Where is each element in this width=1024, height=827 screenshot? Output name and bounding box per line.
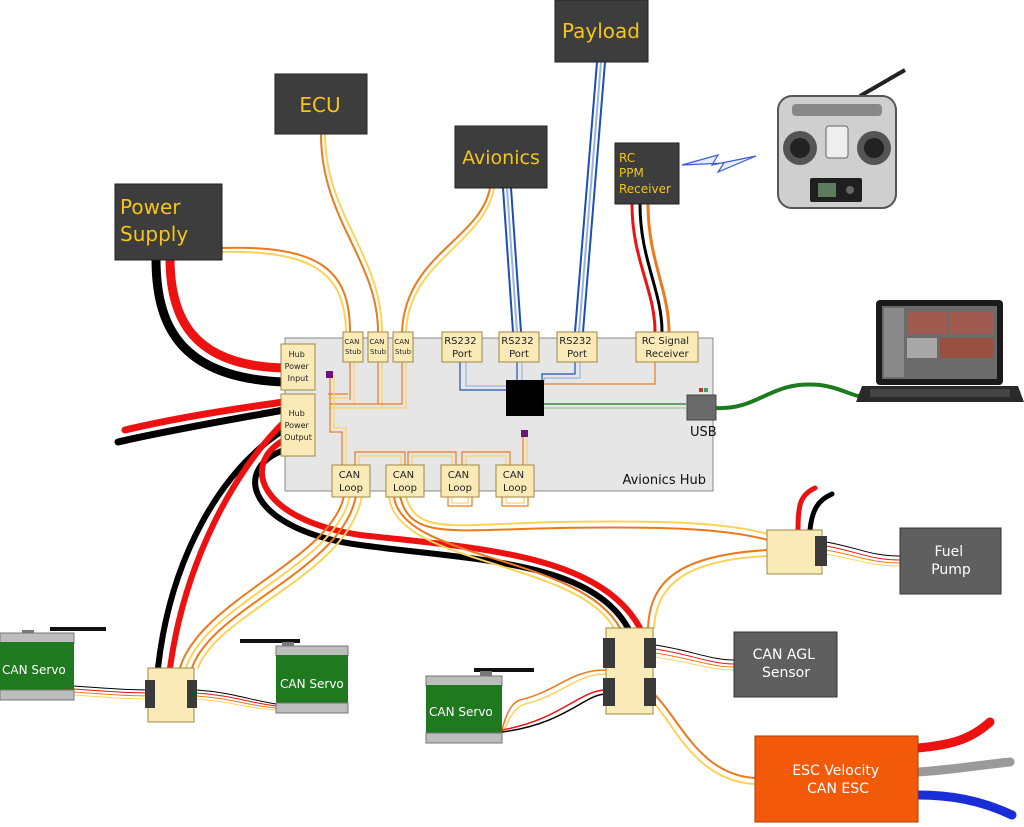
svg-text:RC Signal Receiver: RC Signal Receiver — [642, 336, 693, 360]
hub-connector-marker — [326, 371, 333, 378]
hub-power-output[interactable]: Hub Power Output — [280, 393, 316, 457]
can-agl-sensor-label: CAN AGL Sensor — [753, 647, 820, 681]
payload-rs232-wire — [574, 61, 606, 333]
can-loop[interactable]: CAN Loop — [495, 464, 535, 498]
avionics-box[interactable]: Avionics — [454, 125, 548, 189]
wiring — [73, 61, 1017, 820]
can-loop[interactable]: CAN Loop — [385, 464, 425, 498]
can-loop[interactable]: CAN Loop — [440, 464, 480, 498]
servo-bottom[interactable]: CAN Servo — [425, 668, 534, 744]
left-servo-signal — [73, 685, 149, 700]
svg-text:RS232 Port: RS232 Port — [501, 336, 537, 360]
can-loop-fuel-bus — [388, 495, 769, 629]
rc-ppm-receiver-box[interactable]: RC PPM Receiver — [614, 142, 680, 205]
central-junction — [603, 627, 656, 715]
servo-bottom-label: CAN Servo — [429, 705, 493, 719]
svg-text:CAN Loop: CAN Loop — [503, 470, 528, 494]
fuel-power-leads — [795, 485, 835, 533]
svg-text:RS232 Port: RS232 Port — [559, 336, 595, 360]
servo-junction — [145, 667, 197, 723]
rs232-port[interactable]: RS232 Port — [556, 331, 598, 363]
esc-velocity-box[interactable]: ESC Velocity CAN ESC — [754, 735, 919, 823]
servo-mid-label: CAN Servo — [280, 677, 344, 691]
fuel-pump-signal — [825, 541, 901, 567]
svg-text:CAN Stub: CAN Stub — [369, 338, 386, 356]
rs232-port[interactable]: RS232 Port — [441, 331, 483, 363]
power-input-cable — [151, 253, 289, 387]
usb-label: USB — [690, 425, 717, 440]
fuel-pump-junction — [766, 529, 827, 575]
rc-signal-receiver-port[interactable]: RC Signal Receiver — [635, 331, 699, 363]
power-output-cable — [114, 398, 643, 671]
ecu-label: ECU — [299, 93, 340, 117]
avionics-label: Avionics — [462, 147, 540, 169]
agl-signal — [654, 644, 735, 671]
rs232-port[interactable]: RS232 Port — [498, 331, 540, 363]
can-stub[interactable]: CAN Stub — [342, 331, 364, 363]
usb-port[interactable] — [686, 388, 717, 421]
bottom-servo-signal — [501, 669, 607, 733]
svg-text:CAN Loop: CAN Loop — [339, 470, 364, 494]
can-stub[interactable]: CAN Stub — [392, 331, 414, 363]
svg-text:CAN Stub: CAN Stub — [394, 338, 411, 356]
servo-mid[interactable]: CAN Servo — [240, 639, 349, 714]
servo-left[interactable]: CAN Servo — [0, 627, 106, 701]
svg-text:CAN Stub: CAN Stub — [344, 338, 361, 356]
laptop-icon — [856, 300, 1024, 402]
fuel-to-agl-bus — [647, 549, 769, 629]
power-supply-can-wire — [221, 246, 351, 333]
rc-ppm-receiver-label: RC PPM Receiver — [619, 151, 671, 196]
payload-box[interactable]: Payload — [554, 0, 649, 63]
hub-internal-wiring — [328, 360, 686, 507]
hub-processor-chip — [506, 380, 544, 416]
svg-text:CAN Loop: CAN Loop — [393, 470, 418, 494]
can-stub[interactable]: CAN Stub — [367, 331, 389, 363]
hub-title: Avionics Hub — [622, 473, 706, 488]
mid-servo-signal — [195, 689, 277, 711]
rc-receiver-wire — [630, 202, 671, 334]
payload-label: Payload — [562, 19, 640, 43]
ecu-can-wire — [320, 133, 383, 333]
hub-power-output-label: Hub Power Output — [284, 409, 312, 442]
avionics-can-wire — [401, 187, 495, 333]
hub-connector-marker — [521, 430, 528, 437]
servo-left-label: CAN Servo — [2, 663, 66, 677]
wireless-signal-icon — [681, 154, 757, 174]
svg-text:RS232 Port: RS232 Port — [444, 336, 480, 360]
esc-motor-leads — [913, 717, 1017, 820]
rc-transmitter-icon — [777, 68, 907, 209]
fuel-pump-box[interactable]: Fuel Pump — [899, 527, 1002, 595]
hub-power-input[interactable]: Hub Power Input — [280, 343, 316, 391]
esc-signal — [649, 694, 756, 785]
usb-cable — [714, 382, 874, 411]
avionics-rs232-wire — [502, 187, 522, 333]
power-supply-box[interactable]: Power Supply — [114, 183, 223, 261]
svg-text:CAN Loop: CAN Loop — [448, 470, 473, 494]
esc-velocity-label: ESC Velocity CAN ESC — [792, 763, 883, 797]
power-supply-label: Power Supply — [120, 195, 188, 246]
can-loop[interactable]: CAN Loop — [331, 464, 371, 498]
can-agl-sensor-box[interactable]: CAN AGL Sensor — [733, 631, 838, 698]
avionics-hub: Avionics Hub — [280, 331, 717, 507]
ecu-box[interactable]: ECU — [274, 73, 368, 135]
can-loop-servo-bus — [179, 495, 363, 669]
hub-power-input-label: Hub Power Input — [285, 350, 312, 383]
fuel-pump-label: Fuel Pump — [931, 544, 971, 578]
